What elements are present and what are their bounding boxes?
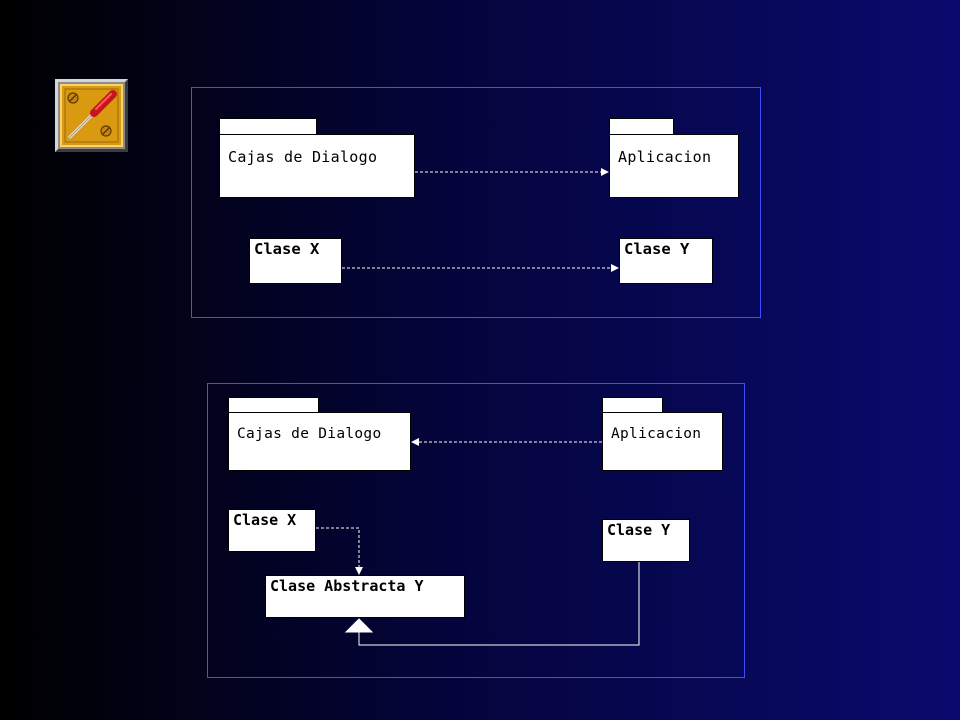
class-abstracta-y: Clase Abstracta Y: [265, 575, 465, 618]
dependency-arrow: [342, 264, 619, 272]
diagram-top-frame: [191, 87, 761, 318]
dependency-arrow: [316, 527, 363, 575]
class-y: Clase Y: [602, 519, 690, 562]
package-cajas-de-dialogo: Cajas de Dialogo: [228, 412, 411, 471]
diagram-bottom-frame: [207, 383, 745, 678]
class-y: Clase Y: [619, 238, 713, 284]
screwdriver-icon: [55, 79, 128, 152]
package-aplicacion: Aplicacion: [609, 134, 739, 198]
dependency-arrow: [411, 438, 602, 446]
dependency-arrow: [415, 168, 609, 176]
package-cajas-de-dialogo: Cajas de Dialogo: [219, 134, 415, 198]
class-x: Clase X: [249, 238, 342, 284]
generalization-arrow: [344, 562, 640, 646]
class-x: Clase X: [228, 509, 316, 552]
package-aplicacion: Aplicacion: [602, 412, 723, 471]
